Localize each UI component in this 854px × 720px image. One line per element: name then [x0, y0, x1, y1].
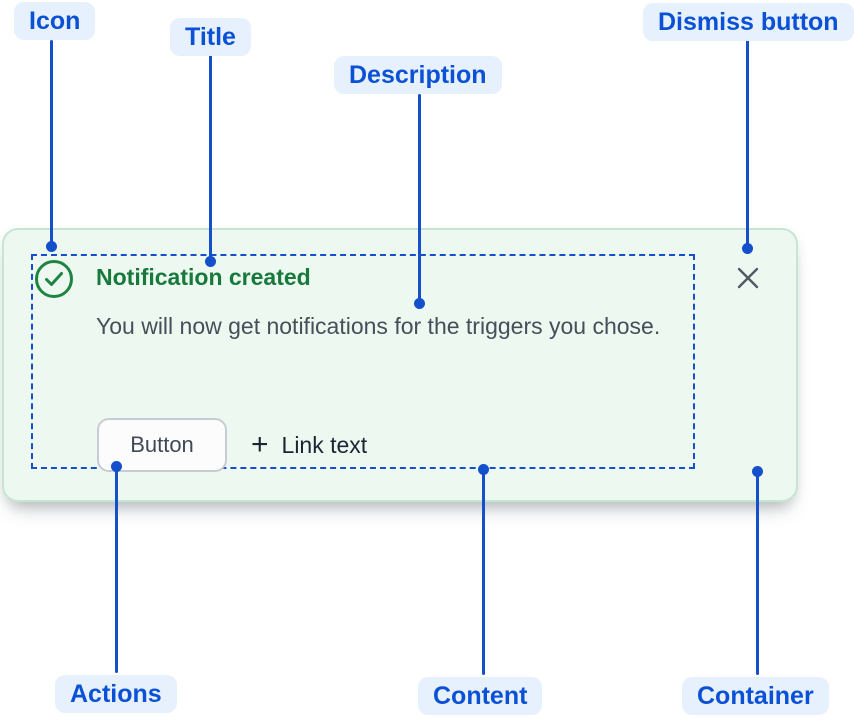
- success-check-icon: [34, 259, 74, 299]
- container-connector-line: [756, 472, 759, 675]
- annotation-label-description: Description: [334, 56, 502, 94]
- title-connector-dot: [205, 256, 216, 267]
- container-connector-dot: [752, 466, 763, 477]
- dismiss-button[interactable]: [733, 263, 763, 293]
- dismiss-connector-line: [746, 40, 749, 249]
- annotation-label-icon: Icon: [14, 2, 96, 40]
- annotation-label-actions: Actions: [55, 675, 177, 713]
- notification-title: Notification created: [96, 264, 311, 290]
- notification-container: Notification created You will now get no…: [2, 228, 798, 502]
- plus-icon: +: [251, 428, 269, 461]
- description-connector-line: [418, 94, 421, 304]
- dismiss-connector-dot: [742, 243, 753, 254]
- content-outline: [31, 254, 695, 469]
- icon-connector-dot: [46, 241, 57, 252]
- close-icon: [736, 266, 760, 290]
- annotation-label-content: Content: [418, 677, 543, 715]
- notification-description: You will now get notifications for the t…: [96, 313, 661, 339]
- icon-connector-line: [50, 40, 53, 247]
- actions-connector-line: [115, 467, 118, 673]
- annotation-label-title: Title: [170, 18, 251, 56]
- description-connector-dot: [414, 298, 425, 309]
- content-connector-dot: [478, 464, 489, 475]
- title-connector-line: [209, 54, 212, 262]
- annotation-label-container: Container: [682, 677, 829, 715]
- notification-actions: Button + Link text: [97, 418, 367, 472]
- annotation-label-dismiss: Dismiss button: [643, 3, 854, 41]
- content-connector-line: [482, 470, 485, 675]
- action-link-label: Link text: [281, 432, 368, 458]
- action-link[interactable]: + Link text: [251, 430, 367, 460]
- actions-connector-dot: [111, 461, 122, 472]
